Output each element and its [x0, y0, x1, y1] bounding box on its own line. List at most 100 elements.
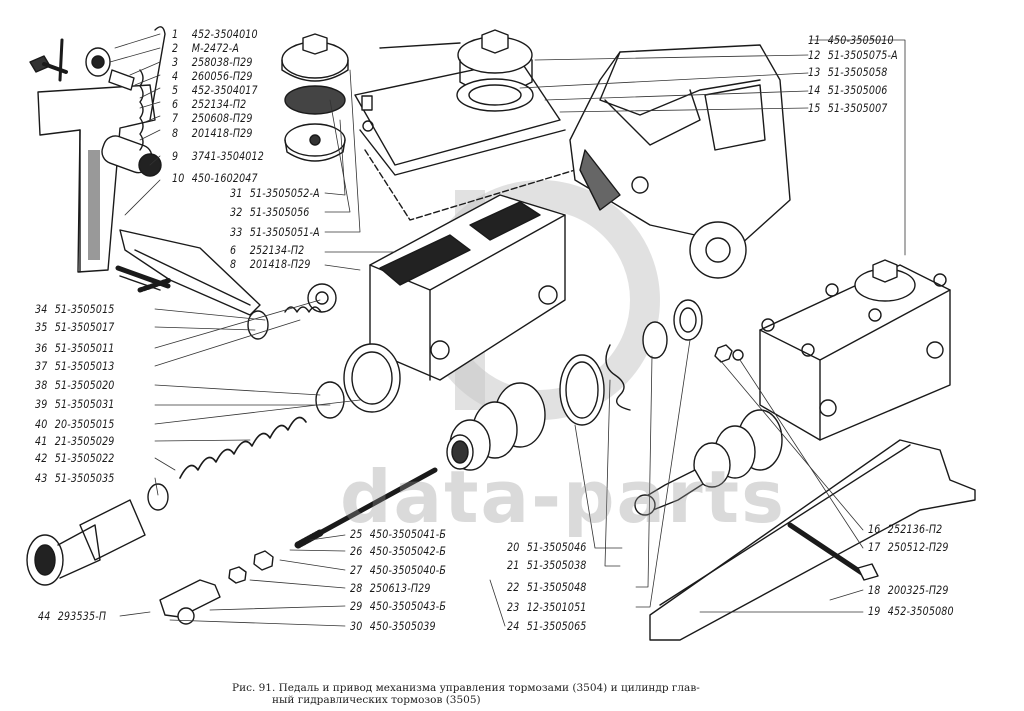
part-code: 51-3505017 [54, 320, 115, 334]
filler-cap-stack [281, 33, 349, 162]
part-number-index: 43 [35, 471, 48, 485]
part-label: 35 51-3505017 [35, 321, 115, 334]
part-number-index: 16 [868, 522, 881, 536]
part-label: 5 452-3504017 [172, 84, 258, 97]
part-code: 51-3505013 [54, 359, 115, 373]
part-code: 51-3505007 [827, 101, 888, 115]
part-code: 452-3504010 [191, 27, 258, 41]
part-code: 51-3505038 [526, 558, 587, 572]
part-code: 51-3505075-А [827, 48, 898, 62]
part-code: 51-3505051-А [249, 225, 320, 239]
part-number-index: 23 [507, 600, 520, 614]
part-number-index: 13 [808, 65, 821, 79]
part-number-index: 12 [808, 48, 821, 62]
part-code: 293535-П [57, 609, 107, 623]
part-number-index: 28 [350, 581, 363, 595]
part-label: 12 51-3505075-А [808, 49, 898, 62]
part-number-index: 6 [172, 97, 179, 111]
part-label: 34 51-3505015 [35, 303, 115, 316]
part-code: 51-3505020 [54, 378, 115, 392]
part-label: 40 20-3505015 [35, 418, 115, 431]
leader-lines [109, 33, 906, 627]
part-code: 450-3505042-Б [369, 544, 447, 558]
part-label: 11 450-3505010 [808, 34, 894, 47]
part-number-index: 27 [350, 563, 363, 577]
part-label: 20 51-3505046 [507, 541, 587, 554]
part-number-index: 15 [808, 101, 821, 115]
washers-seals [559, 299, 744, 426]
part-label: 16 252136-П2 [868, 523, 942, 536]
part-code: 260056-П29 [191, 69, 253, 83]
mounting-bracket [649, 439, 976, 641]
part-code: 450-3505039 [369, 619, 436, 633]
part-label: 43 51-3505035 [35, 472, 115, 485]
part-label: 15 51-3505007 [808, 102, 888, 115]
part-label: 6 252134-П2 [172, 98, 246, 111]
part-number-index: 25 [350, 527, 363, 541]
watermark-text: data-parts [340, 455, 786, 539]
part-code: 20-3505015 [54, 417, 115, 431]
part-code: 250512-П29 [887, 540, 949, 554]
part-number-index: 24 [507, 619, 520, 633]
part-label: 30 450-3505039 [350, 620, 436, 633]
part-number-index: 35 [35, 320, 48, 334]
vehicle-cab [569, 44, 791, 279]
part-number-index: 8 [172, 126, 179, 140]
part-code: 250608-П29 [191, 111, 253, 125]
part-number-index: 14 [808, 83, 821, 97]
reservoir-cap [379, 29, 534, 112]
part-label: 22 51-3505048 [507, 581, 587, 594]
part-number-index: 37 [35, 359, 48, 373]
part-code: 252134-П2 [191, 97, 247, 111]
part-number-index: 11 [808, 33, 821, 47]
part-number-index: 26 [350, 544, 363, 558]
pedal-pad [115, 229, 261, 316]
part-number-index: 18 [868, 583, 881, 597]
part-label: 36 51-3505011 [35, 342, 115, 355]
part-label: 23 12-3501051 [507, 601, 587, 614]
part-code: 51-3505015 [54, 302, 115, 316]
part-code: 51-3505031 [54, 397, 115, 411]
part-label: 7 250608-П29 [172, 112, 253, 125]
part-label: 39 51-3505031 [35, 398, 115, 411]
part-number-index: 10 [172, 171, 185, 185]
part-number-index: 22 [507, 580, 520, 594]
part-number-index: 33 [230, 225, 243, 239]
part-label: 1 452-3504010 [172, 28, 258, 41]
dust-boot [446, 382, 546, 471]
part-label: 10 450-1602047 [172, 172, 258, 185]
part-number-index: 8 [230, 257, 237, 271]
part-code: 450-3505010 [827, 33, 894, 47]
part-code: 51-3505006 [827, 83, 888, 97]
part-code: 450-3505040-Б [369, 563, 447, 577]
part-label: 41 21-3505029 [35, 435, 115, 448]
part-label: 8 201418-П29 [172, 127, 253, 140]
part-code: 51-3505065 [526, 619, 587, 633]
part-number-index: 4 [172, 69, 179, 83]
part-number-index: 3 [172, 55, 179, 69]
part-number-index: 20 [507, 540, 520, 554]
part-label: 27 450-3505040-Б [350, 564, 446, 577]
part-label: 25 450-3505041-Б [350, 528, 446, 541]
part-code: 51-3505022 [54, 451, 115, 465]
part-label: 19 452-3505080 [868, 605, 954, 618]
part-label: 42 51-3505022 [35, 452, 115, 465]
part-label: 18 200325-П29 [868, 584, 949, 597]
master-cylinder-right [634, 259, 951, 516]
part-number-index: 5 [172, 83, 179, 97]
part-number-index: 6 [230, 243, 237, 257]
part-code: 252136-П2 [887, 522, 943, 536]
part-code: М-2472-А [191, 41, 240, 55]
part-code: 12-3501051 [526, 600, 587, 614]
part-label: 28 250613-П29 [350, 582, 431, 595]
part-code: 200325-П29 [887, 583, 949, 597]
part-number-index: 44 [38, 609, 51, 623]
part-label: 31 51-3505052-А [230, 187, 320, 200]
part-code: 258038-П29 [191, 55, 253, 69]
part-number-index: 9 [172, 149, 179, 163]
part-code: 450-3505041-Б [369, 527, 447, 541]
part-number-index: 31 [230, 186, 243, 200]
part-code: 51-3505011 [54, 341, 115, 355]
part-number-index: 32 [230, 205, 243, 219]
